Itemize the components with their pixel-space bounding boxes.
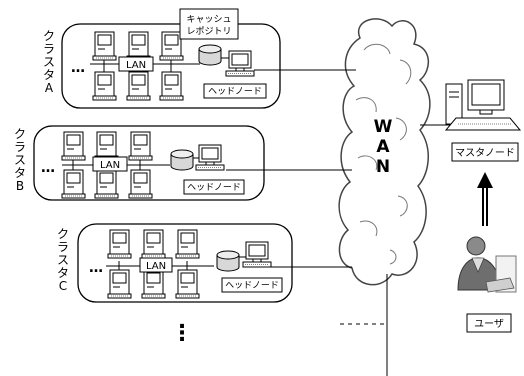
master-node-label-box: [451, 142, 519, 162]
cache-repository-label-box: [179, 8, 239, 40]
user-to-master-arrow: [477, 172, 493, 226]
cluster-a: LAN … ヘッドノード キャッシュ レポジトリ: [61, 8, 356, 109]
cluster-a-lan-label: LAN: [126, 60, 146, 71]
wan-label-a: A: [376, 137, 390, 157]
storage-icon: [216, 250, 240, 272]
compute-node-icon: [107, 229, 132, 259]
cluster-c-label: クラスタC: [56, 227, 69, 293]
cluster-a-label: クラスタA: [42, 29, 55, 95]
head-node-b-label-box: [183, 179, 245, 195]
compute-node-icon: [92, 31, 117, 61]
compute-node-icon: [128, 169, 153, 199]
user-icon: [457, 236, 517, 293]
head-node-a-icon: [225, 50, 255, 77]
head-node-b-icon: [195, 144, 225, 171]
user-label: ユーザ: [474, 318, 504, 330]
cluster-b: LAN … ヘッドノード: [33, 125, 352, 201]
compute-node-icon: [141, 229, 166, 259]
cache-repository-label-2: レポジトリ: [186, 26, 231, 37]
head-node-c-label: ヘッドノード: [225, 281, 279, 291]
compute-node-icon: [141, 269, 166, 299]
compute-node-icon: [126, 31, 151, 61]
compute-node-icon: [159, 71, 184, 101]
head-node-c-icon: [242, 241, 272, 268]
master-node-label: マスタノード: [455, 147, 515, 159]
head-node-b-label: ヘッドノード: [187, 183, 241, 193]
master-node: マスタノード: [420, 79, 522, 162]
compute-node-icon: [61, 169, 86, 199]
cluster-b-lan-box: [92, 156, 128, 172]
wan-cloud: [338, 18, 431, 286]
compute-node-icon: [175, 229, 200, 259]
user-label-box: [466, 313, 512, 333]
head-node-a-label: ヘッドノード: [208, 87, 262, 97]
head-node-a-label-box: [203, 83, 267, 99]
head-node-c-label-box: [221, 277, 283, 293]
cluster-b-lan-label: LAN: [100, 160, 120, 171]
compute-node-icon: [175, 269, 200, 299]
cache-repository-label-1: キャッシュ: [186, 15, 231, 25]
cluster-c-lan-box: [139, 257, 173, 273]
cluster-c-lan-label: LAN: [146, 261, 166, 272]
cluster-c: LAN … ヘッドノード: [77, 223, 352, 303]
compute-node-icon: [126, 71, 151, 101]
cluster-b-ellipsis: …: [41, 160, 55, 176]
cluster-a-lan-box: [118, 56, 154, 72]
compute-node-icon: [128, 131, 153, 161]
storage-icon: [170, 149, 194, 171]
wan-label-n: N: [376, 157, 390, 177]
wan-label-w: W: [374, 117, 393, 137]
cluster-c-ellipsis: …: [89, 260, 103, 276]
cluster-a-ellipsis: …: [71, 60, 85, 76]
compute-node-icon: [61, 131, 86, 161]
compute-node-icon: [94, 169, 119, 199]
more-clusters-marker: ⋮: [171, 321, 193, 346]
cache-repository-icon: [198, 44, 222, 66]
cluster-b-label: クラスタB: [13, 127, 26, 193]
compute-node-icon: [92, 71, 117, 101]
compute-node-icon: [94, 131, 119, 161]
compute-node-icon: [107, 269, 132, 299]
